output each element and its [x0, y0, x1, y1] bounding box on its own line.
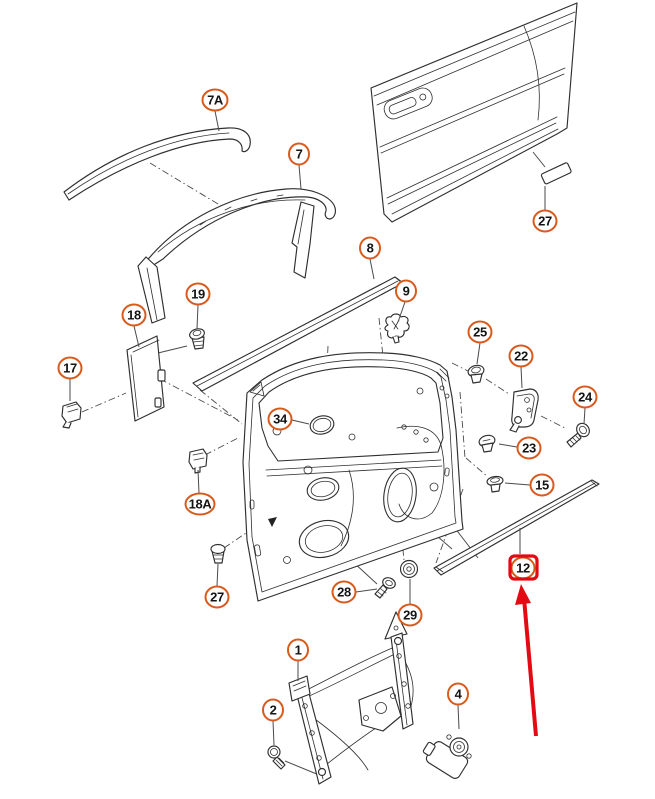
callout-25[interactable]: 25: [467, 320, 493, 344]
part-sill-strip-12: [433, 479, 600, 576]
callout-24[interactable]: 24: [572, 385, 598, 409]
svg-text:22: 22: [514, 349, 528, 364]
part-window-motor-4: [422, 734, 472, 779]
callout-leader-lines: [69, 110, 586, 746]
highlight-box: [508, 554, 539, 581]
part-bolt-24: [566, 422, 590, 448]
callout-17[interactable]: 17: [57, 356, 83, 380]
callout-7a[interactable]: 7A: [201, 88, 229, 112]
svg-text:34: 34: [273, 412, 288, 427]
svg-text:25: 25: [473, 325, 487, 340]
callout-2[interactable]: 2: [262, 698, 284, 722]
callout-1[interactable]: 1: [287, 638, 309, 662]
callout-18a[interactable]: 18A: [184, 492, 216, 516]
highlight-annotation: [508, 554, 539, 737]
part-door-outer-panel: [370, 2, 578, 223]
svg-text:17: 17: [63, 361, 77, 376]
svg-text:1: 1: [295, 643, 302, 658]
part-clip-15: [486, 475, 504, 493]
part-grommet-29: [399, 559, 419, 579]
part-clip-23: [478, 434, 496, 453]
svg-text:27: 27: [210, 590, 224, 605]
svg-text:29: 29: [403, 608, 417, 623]
part-screw-19: [189, 328, 205, 350]
callout-29[interactable]: 29: [397, 603, 423, 627]
door-handle-cutout: [383, 87, 433, 120]
part-clip-27: [210, 543, 226, 564]
part-bracket-22: [509, 388, 539, 433]
svg-text:2: 2: [270, 703, 277, 718]
callout-28[interactable]: 28: [331, 580, 357, 604]
svg-text:8: 8: [367, 241, 374, 256]
part-clip-9: [384, 313, 410, 344]
callout-27-bottom[interactable]: 27: [204, 585, 230, 609]
part-clip-17: [61, 401, 82, 429]
part-upper-molding-7a: [63, 127, 251, 201]
part-window-frame-7: [137, 188, 336, 324]
part-screw-28: [374, 577, 396, 599]
callout-18[interactable]: 18: [121, 303, 147, 327]
part-clip-25: [467, 364, 485, 384]
svg-text:7: 7: [296, 147, 303, 162]
svg-text:19: 19: [191, 287, 205, 302]
callout-27-top[interactable]: 27: [532, 209, 558, 233]
part-protective-pad-27: [540, 162, 572, 185]
part-door-inner-panel: [242, 352, 464, 602]
part-hole-34: [309, 415, 335, 435]
svg-text:23: 23: [522, 441, 536, 456]
part-clip-18a: [188, 448, 208, 474]
svg-text:9: 9: [403, 284, 410, 299]
svg-text:15: 15: [535, 478, 549, 493]
highlight-arrow-shaft: [522, 597, 538, 737]
callout-7[interactable]: 7: [288, 142, 310, 166]
callout-19[interactable]: 19: [185, 282, 211, 306]
svg-text:7A: 7A: [207, 93, 224, 108]
svg-text:12: 12: [516, 561, 530, 576]
callout-4[interactable]: 4: [447, 682, 469, 706]
svg-text:4: 4: [455, 687, 463, 702]
callout-8[interactable]: 8: [359, 236, 381, 260]
part-window-regulator-1: [288, 611, 414, 785]
callout-34[interactable]: 34: [267, 407, 293, 431]
callout-15[interactable]: 15: [529, 473, 555, 497]
svg-text:27: 27: [538, 214, 552, 229]
callout-9[interactable]: 9: [395, 279, 417, 303]
callout-12[interactable]: 12: [510, 556, 536, 580]
svg-text:24: 24: [578, 390, 593, 405]
part-b-pillar-trim-18: [126, 335, 166, 422]
svg-text:18A: 18A: [189, 497, 213, 512]
callout-23[interactable]: 23: [516, 436, 542, 460]
svg-text:28: 28: [337, 585, 351, 600]
part-screw-2: [267, 745, 286, 770]
callout-22[interactable]: 22: [508, 344, 534, 368]
highlight-arrow-head: [515, 584, 531, 605]
svg-text:18: 18: [127, 308, 141, 323]
